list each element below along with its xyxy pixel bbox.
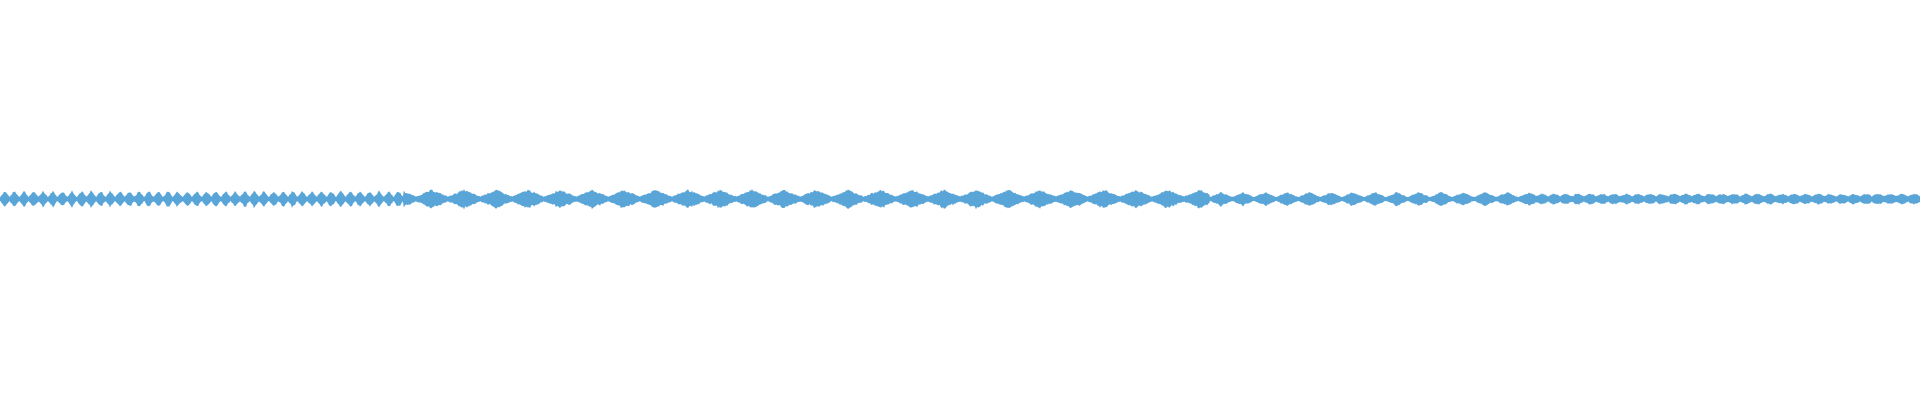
- waveform-svg: [0, 188, 1920, 210]
- audio-waveform-view: [0, 188, 1920, 210]
